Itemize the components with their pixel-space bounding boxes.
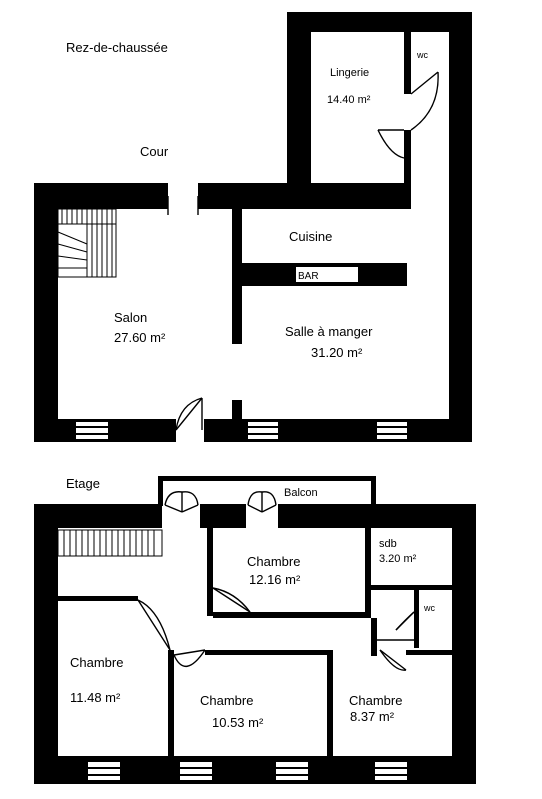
door-chambre-4 xyxy=(379,649,407,671)
room-name-chambre-4: Chambre xyxy=(349,693,402,708)
ground-doors xyxy=(167,71,439,431)
ground-windows xyxy=(76,422,407,439)
room-area-salle-a-manger: 31.20 m² xyxy=(311,345,363,360)
room-name-salle-a-manger: Salle à manger xyxy=(285,324,373,339)
window xyxy=(276,762,308,780)
door-balcony-right xyxy=(247,491,277,513)
room-area-salon: 27.60 m² xyxy=(114,330,166,345)
ground-walls xyxy=(34,12,472,442)
door-wc-upper xyxy=(377,611,415,641)
door-balcony-left xyxy=(164,491,199,513)
room-name-balcon: Balcon xyxy=(284,487,318,499)
window xyxy=(76,422,108,439)
room-name-wc-ground: wc xyxy=(416,50,428,60)
door-chambre-1 xyxy=(212,587,251,613)
room-area-chambre-4: 8.37 m² xyxy=(350,709,395,724)
window xyxy=(377,422,407,439)
bar-label-box xyxy=(296,267,358,282)
door-front xyxy=(175,397,203,431)
window xyxy=(180,762,212,780)
door-entrance xyxy=(167,196,199,215)
upper-staircase xyxy=(57,529,163,557)
upper-floor-title: Etage xyxy=(66,476,100,491)
window xyxy=(375,762,407,780)
room-name-sdb: sdb xyxy=(379,538,397,550)
ground-staircase xyxy=(57,208,117,278)
ground-floor-plan: Rez-de-chaussée Cour Lingerie 14.40 m² w… xyxy=(34,12,472,442)
window xyxy=(248,422,278,439)
balcony xyxy=(158,476,376,506)
room-area-chambre-1: 12.16 m² xyxy=(249,572,301,587)
room-area-chambre-3: 10.53 m² xyxy=(212,715,264,730)
room-area-chambre-2: 11.48 m² xyxy=(70,690,121,705)
ground-floor-title: Rez-de-chaussée xyxy=(66,40,168,55)
door-wc xyxy=(410,71,439,131)
room-name-chambre-3: Chambre xyxy=(200,693,253,708)
room-name-chambre-1: Chambre xyxy=(247,554,300,569)
upper-doors xyxy=(137,491,415,671)
room-name-salon: Salon xyxy=(114,310,147,325)
door-chambre-2 xyxy=(137,599,171,651)
room-name-lingerie: Lingerie xyxy=(330,67,369,79)
window xyxy=(88,762,120,780)
upper-floor-plan: Etage Balcon Chambre 12.16 m² sdb 3.20 m… xyxy=(34,476,476,784)
room-name-chambre-2: Chambre xyxy=(70,655,123,670)
upper-windows xyxy=(88,762,407,780)
room-area-sdb: 3.20 m² xyxy=(379,553,417,565)
door-lingerie xyxy=(377,129,405,159)
room-name-bar: BAR xyxy=(298,271,319,282)
room-name-wc-upper: wc xyxy=(423,603,435,613)
room-area-lingerie: 14.40 m² xyxy=(327,94,371,106)
door-chambre-3 xyxy=(173,649,206,667)
room-name-cuisine: Cuisine xyxy=(289,229,332,244)
courtyard-label: Cour xyxy=(140,144,169,159)
